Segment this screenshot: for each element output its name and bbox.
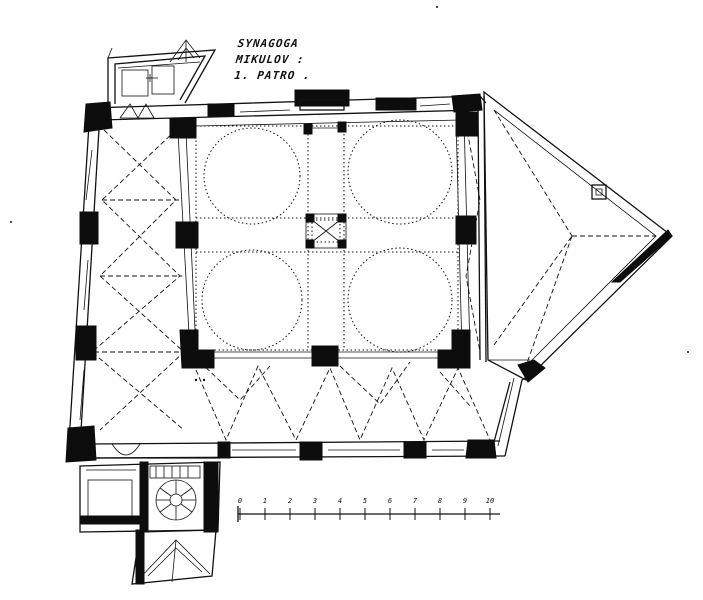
title-line-floor: 1. PATRO .: [233, 69, 312, 82]
scale-tick-label: 8: [438, 497, 442, 505]
scale-tick-label: 10: [486, 497, 494, 505]
central-domes: [195, 119, 459, 353]
nave-arcades: [177, 117, 471, 359]
bottom-left-annex: [79, 443, 221, 533]
scale-tick-label: 3: [312, 497, 317, 505]
title-line-mikulov: MIKULOV :: [235, 53, 306, 66]
top-left-annex: [107, 39, 217, 119]
plan-title: SYNAGOGA MIKULOV : 1. PATRO .: [233, 36, 314, 84]
scale-tick-label: 5: [363, 497, 367, 505]
stray-marks: [10, 6, 689, 382]
scale-tick-label: 4: [338, 497, 342, 505]
scale-tick-label: 2: [288, 497, 292, 505]
scale-tick-label: 0: [238, 497, 242, 505]
piers: [65, 93, 497, 463]
top-bay: [294, 89, 350, 111]
right-wing: [477, 90, 673, 383]
scale-bar: 0 1 2 3 4 5 6 7 8 9 10: [237, 497, 500, 522]
scale-tick-label: 1: [263, 497, 267, 505]
scale-tick-label: 9: [463, 497, 467, 505]
left-aisle-vaults: [91, 129, 186, 431]
scale-tick-label: 6: [388, 497, 392, 505]
scale-ticks: 0 1 2 3 4 5 6 7 8 9 10: [238, 497, 494, 520]
wall-openings: [79, 103, 464, 451]
scale-tick-label: 7: [413, 497, 418, 505]
title-line-synagoga: SYNAGOGA: [237, 37, 300, 50]
bottom-porch: [131, 529, 217, 585]
bottom-aisle-vaults: [195, 361, 491, 442]
